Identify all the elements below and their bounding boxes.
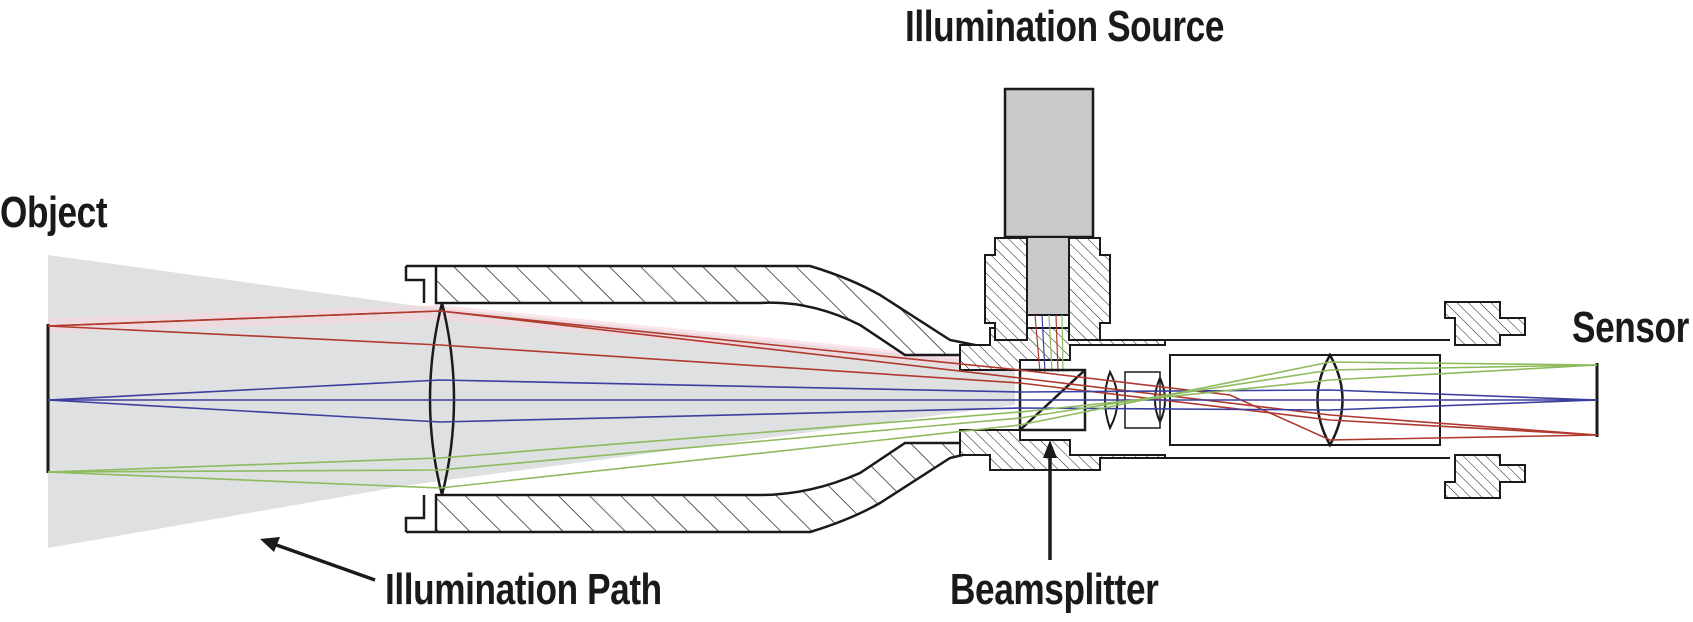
sensor-label: Sensor	[1572, 303, 1689, 352]
ray-group-red	[47, 310, 1598, 441]
source-collar-left	[984, 237, 1028, 341]
illumination-source-label: Illumination Source	[905, 2, 1225, 51]
ray-group-blue	[47, 379, 1598, 423]
sensor-mount-lower	[1444, 454, 1526, 499]
barrel-upper	[406, 264, 977, 357]
ray-group-green	[47, 361, 1598, 489]
barrel-lip-upper	[404, 266, 426, 303]
illumination-source-block	[1003, 87, 1095, 239]
source-collar-right	[1068, 237, 1111, 341]
illumination-fiber	[1026, 236, 1070, 316]
object-label: Object	[0, 188, 108, 237]
illumination-path-label: Illumination Path	[385, 565, 662, 614]
barrel-lip-lower	[404, 495, 426, 532]
illumination-path-arrow-line	[267, 540, 376, 582]
illumination-cone	[48, 255, 1015, 548]
beamsplitter-arrowhead	[1043, 440, 1057, 458]
beamsplitter-label: Beamsplitter	[950, 565, 1159, 614]
barrel-lower	[406, 441, 977, 534]
central-housing-lower	[959, 429, 1166, 471]
illumination-glow	[48, 305, 1015, 372]
tube-lens	[1316, 352, 1344, 448]
sensor-mount-upper	[1444, 301, 1526, 346]
illumination-path-arrowhead	[260, 537, 280, 552]
source-rays	[1034, 314, 1064, 373]
